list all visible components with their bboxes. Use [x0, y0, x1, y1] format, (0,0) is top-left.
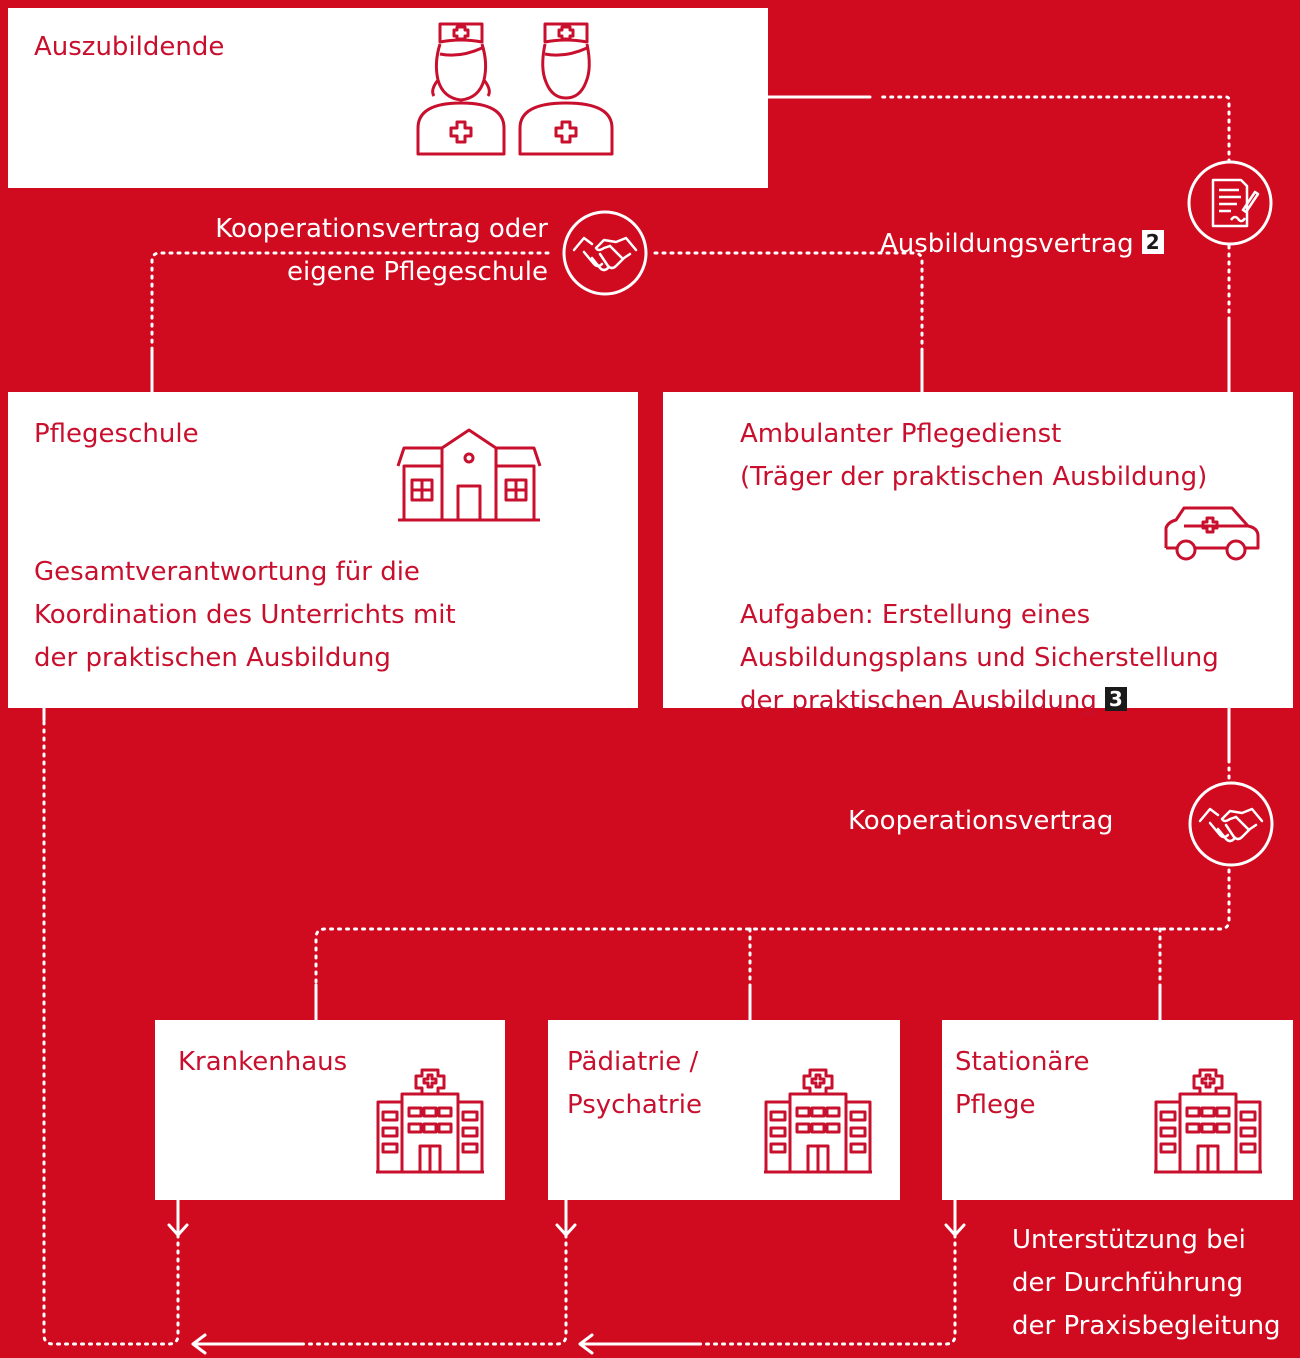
pflegedienst-title: Ambulanter Pflegedienst (Träger der prak… — [740, 419, 1208, 492]
hospital-icon — [1154, 1068, 1262, 1174]
krankenhaus-title: Krankenhaus — [178, 1047, 348, 1077]
footnote-badge-2: 2 — [1141, 230, 1164, 254]
connector-kooperation-right — [653, 251, 924, 352]
hospital-icon — [764, 1068, 872, 1174]
krankenhaus-box — [155, 1020, 505, 1200]
ausbildungsvertrag-label: Ausbildungsvertrag 2 — [880, 180, 1164, 266]
connector-return-stationaer — [698, 1233, 957, 1346]
connector-ausbildungsvertrag-top — [878, 95, 1231, 180]
stationaer-title: Stationäre Pflege — [955, 1047, 1090, 1120]
connector-return-paediatrie — [298, 1233, 568, 1346]
kooperationsvertrag-label: Kooperationsvertrag — [848, 806, 1114, 836]
ambulance-car-icon — [1164, 506, 1260, 561]
two-nurses-icon — [416, 22, 614, 156]
hospital-icon — [376, 1068, 484, 1174]
pflegeschule-title: Pflegeschule — [34, 419, 199, 449]
paediatrie-title: Pädiatrie / Psychatrie — [567, 1047, 702, 1120]
pflegeschule-box — [8, 392, 638, 708]
auszubildende-title: Auszubildende — [34, 32, 225, 62]
contract-icon — [1187, 160, 1273, 246]
pflegedienst-description-text: Aufgaben: Erstellung eines Ausbildungspl… — [740, 600, 1219, 716]
footnote-badge-3: 3 — [1104, 687, 1127, 711]
connector-return-krankenhaus — [42, 718, 180, 1346]
ausbildungsvertrag-text: Ausbildungsvertrag — [880, 229, 1134, 259]
unterstuetzung-label: Unterstützung bei der Durchführung der P… — [1012, 1225, 1281, 1341]
handshake-icon-lower — [1188, 781, 1274, 867]
arrow-return-left — [191, 1333, 302, 1355]
pflegeschule-description: Gesamtverantwortung für die Koordination… — [34, 557, 456, 673]
connector-kooperationsvertrag-down — [314, 860, 1231, 987]
connector-kooperation-left — [150, 251, 550, 352]
paediatrie-box — [548, 1020, 900, 1200]
arrow-return-mid — [578, 1333, 702, 1355]
pflegedienst-description: Aufgaben: Erstellung eines Ausbildungspl… — [740, 551, 1219, 723]
pflegedienst-box — [663, 392, 1293, 708]
auszubildende-box — [8, 8, 768, 188]
school-building-icon — [396, 428, 542, 522]
handshake-icon — [562, 210, 648, 296]
kooperation-schule-label: Kooperationsvertrag oder eigene Pflegesc… — [215, 214, 548, 287]
